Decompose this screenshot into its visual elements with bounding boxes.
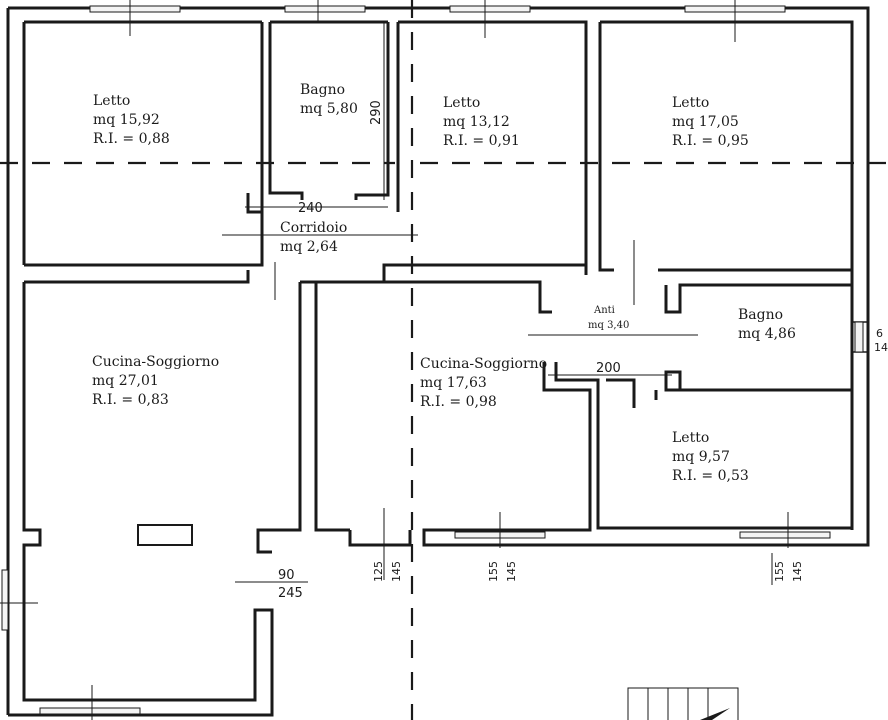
room-area: mq 5,80	[300, 101, 358, 117]
wall-cucina2-left	[314, 282, 350, 532]
room-ri: R.I. = 0,83	[92, 392, 169, 408]
wall-letto3-left	[598, 22, 614, 272]
room-area: mq 3,40	[588, 320, 629, 331]
wall-corridor-left	[256, 282, 302, 554]
room-area: mq 13,12	[443, 114, 510, 130]
inner-face-top-letto3	[600, 20, 854, 530]
room-area: mq 27,01	[92, 373, 159, 389]
room-area: mq 9,57	[672, 449, 730, 465]
windows	[0, 0, 864, 720]
room-name: Anti	[593, 305, 615, 316]
wall-cucina2-top	[316, 280, 552, 314]
window-bagno1	[284, 5, 366, 13]
window-cucina1-side	[1, 569, 9, 631]
wall-cucina2-right	[422, 362, 835, 547]
dimension-125: 125	[372, 561, 385, 582]
wall-letto4-left	[554, 362, 852, 530]
dimension-240: 240	[298, 201, 323, 216]
dimension-155: 155	[487, 561, 500, 582]
stairs-arrow-icon	[700, 708, 730, 720]
room-ri: R.I. = 0,98	[420, 394, 497, 410]
room-labels: Letto mq 15,92 R.I. = 0,88 Bagno mq 5,80…	[92, 82, 796, 484]
stairs-outline	[627, 687, 739, 720]
room-ri: R.I. = 0,91	[443, 133, 520, 149]
room-name: Letto	[443, 95, 480, 111]
dimension-245: 245	[278, 586, 303, 601]
inner-face-top-letto2	[398, 20, 588, 268]
dimension-145: 145	[505, 561, 518, 582]
wall-bagno1-right	[354, 22, 390, 200]
room-area: mq 17,63	[420, 375, 487, 391]
room-name: Letto	[672, 95, 709, 111]
wall-bagno2-bottom	[664, 370, 852, 392]
room-ri: R.I. = 0,88	[93, 131, 170, 147]
window-letto2	[449, 5, 531, 13]
room-name: Bagno	[300, 82, 345, 98]
dimension-edge: 6	[876, 327, 883, 340]
dimension-145: 145	[390, 561, 403, 582]
wall-anti-stub	[606, 378, 636, 408]
wall-corridor-stub-left	[246, 193, 262, 214]
wall-letto2-bottom	[398, 263, 588, 275]
outer-wall-top-right	[8, 6, 870, 547]
dimension-90: 90	[278, 568, 295, 583]
room-name: Cucina-Soggiorno	[92, 354, 219, 370]
window-cucina1-bottom	[39, 707, 141, 715]
dimension-edge: 14	[874, 341, 888, 354]
wall-letto1	[24, 22, 264, 267]
wall-bagno2-top	[664, 283, 852, 314]
wall-cucina1-left	[8, 282, 274, 717]
wall-cucina1-top	[24, 270, 250, 284]
dimension-200: 200	[596, 361, 621, 376]
room-area: mq 17,05	[672, 114, 739, 130]
window-letto4	[739, 531, 831, 539]
room-name: Letto	[93, 93, 130, 109]
fixtures	[137, 22, 773, 720]
kitchen-counter	[137, 524, 193, 546]
room-name: Letto	[672, 430, 709, 446]
dimension-labels: 290 240 200 90 245 125 145 155 145 155 1…	[278, 100, 888, 601]
room-name: Bagno	[738, 307, 783, 323]
window-letto1	[89, 5, 181, 13]
dimension-290: 290	[369, 100, 384, 125]
walls	[6, 6, 870, 717]
wall-bagno1-left	[268, 22, 304, 200]
room-ri: R.I. = 0,95	[672, 133, 749, 149]
room-name: Cucina-Soggiorno	[420, 356, 547, 372]
window-bagno2	[854, 321, 864, 353]
dimension-145: 145	[791, 561, 804, 582]
room-area: mq 2,64	[280, 239, 338, 255]
room-name: Corridoio	[280, 220, 347, 236]
wall-corridor-top	[300, 263, 398, 284]
dimension-155: 155	[773, 561, 786, 582]
room-area: mq 4,86	[738, 326, 796, 342]
room-area: mq 15,92	[93, 112, 160, 128]
room-ri: R.I. = 0,53	[672, 468, 749, 484]
wall-bottom-mid	[348, 530, 412, 547]
